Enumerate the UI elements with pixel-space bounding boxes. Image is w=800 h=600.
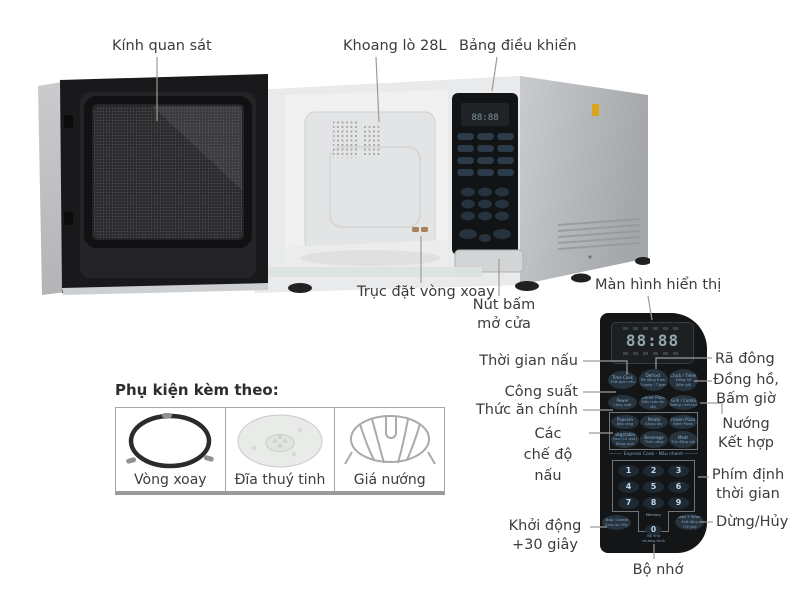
accessory-label: Vòng xoay	[134, 472, 207, 488]
key-1: 1	[618, 465, 639, 477]
callout-main-food: Thức ăn chính	[475, 402, 578, 418]
memory-label: Memory	[645, 512, 662, 517]
key-7: 7	[618, 497, 639, 509]
button-beverage: Beverage Thức uống	[640, 431, 668, 448]
sticker	[592, 104, 599, 116]
unit-display	[461, 103, 509, 126]
number-pad-box: 1 2 3 4 5 6 7 8 9	[612, 460, 695, 512]
mesh-frame	[84, 96, 252, 248]
unit-display-digits: 88:88	[471, 113, 498, 123]
grill-rack-icon	[343, 415, 436, 465]
button-potato: Potato Khoai tây	[640, 415, 668, 429]
door-latches	[64, 115, 73, 225]
button-start-30s: Start + 30sec Khởi động +30 giây	[675, 514, 704, 530]
memory-caption: Bộ nhớ chương trình	[642, 534, 665, 543]
side-vents	[557, 218, 641, 250]
mesh-highlight	[152, 106, 242, 190]
button-defrost: Defrost Rã đông theo T.lượng / T.gian	[638, 369, 668, 391]
callout-stop-cancel: Dừng/Hủy	[716, 514, 789, 530]
callout-start-30s: Khởi động +30 giây	[508, 518, 582, 553]
callout-power: Công suất	[504, 384, 578, 400]
button-meat: Meat Thịt động vật	[669, 431, 697, 448]
key-3: 3	[668, 465, 689, 477]
accessory-turntable-ring: Vòng xoay	[116, 408, 226, 491]
button-stop-cancel: Stop / Cancel Dừng lại / Hủy	[602, 515, 631, 530]
callout-memory: Bộ nhớ	[632, 562, 684, 578]
glass-strip	[258, 267, 482, 277]
cavity-vent-left	[333, 120, 358, 158]
button-dinner-plate: Dinner Plate Nấu món ăn sẵn	[638, 395, 668, 410]
memory-zero-notch: Memory 0	[638, 511, 669, 535]
callout-grill-combi: Nướng Kết hợp	[718, 416, 774, 451]
callout-door-button: Nút bấm mở cửa	[472, 297, 536, 332]
floor-shadow	[300, 250, 440, 266]
accessories-title: Phụ kiện kèm theo:	[115, 381, 279, 399]
accessory-label: Đĩa thuý tinh	[234, 472, 326, 488]
food-modes-box: Popcorn Bắp rang Potato Khoai tây Frozen…	[609, 412, 698, 450]
display-indicators-bottom	[623, 352, 682, 355]
callout-turntable-shaft: Trục đặt vòng xoay	[357, 284, 495, 300]
panel-display: 88:88	[611, 322, 694, 364]
accessories-box: Vòng xoay Đĩa thuý tinh	[115, 407, 445, 495]
feet	[288, 257, 650, 293]
glass-plate-icon	[237, 414, 323, 468]
accessory-glass-plate: Đĩa thuý tinh	[226, 408, 336, 491]
unit-number-keys	[459, 187, 511, 242]
key-2: 2	[643, 465, 664, 477]
microwave-photo: 88:88	[38, 74, 650, 295]
cabinet-side	[520, 76, 648, 285]
button-grill-combi: Grill / Combi Nướng / kết hợp	[669, 395, 698, 410]
unit-panel-buttons	[457, 133, 514, 176]
key-4: 4	[618, 481, 639, 493]
turntable-ring-icon	[126, 413, 215, 469]
key-9: 9	[668, 497, 689, 509]
callout-cook-modes: Các chế độ nấu	[523, 426, 573, 484]
accessory-grill-rack: Giá nướng	[335, 408, 444, 491]
turntable-coupler	[412, 227, 428, 232]
button-time-cook: Time Cook Thời gian nấu	[608, 371, 637, 389]
display-indicators-top	[623, 327, 682, 330]
door-bottom-sliver	[62, 283, 268, 295]
button-frozen-pizza: Frozen Pizza Bánh Pizza	[669, 415, 697, 429]
callout-cavity: Khoang lò 28L	[343, 38, 447, 54]
callout-control-panel: Bảng điều khiển	[459, 38, 577, 54]
key-5: 5	[643, 481, 664, 493]
key-6: 6	[668, 481, 689, 493]
callout-clock-timer: Đồng hồ, Bấm giờ	[713, 372, 779, 407]
callout-defrost: Rã đông	[715, 351, 775, 367]
display-digits: 88:88	[625, 331, 680, 350]
button-vegetable: Vegetable Rau (Củ quả) Đông lạnh	[611, 431, 639, 448]
button-power: Power Công suất	[608, 395, 637, 410]
button-clock-timer: Clock / Timer Đồng hồ Bấm giờ	[669, 369, 698, 391]
callout-cook-time: Thời gian nấu	[479, 353, 578, 369]
callout-display: Màn hình hiển thị	[595, 277, 722, 293]
key-8: 8	[643, 497, 664, 509]
cavity-vent-right	[362, 124, 382, 156]
express-cook-header: Express Cook - Nấu nhanh	[600, 452, 707, 457]
control-panel-closeup: 88:88 Time Cook Thời gian nấu Defrost Rã…	[600, 313, 707, 553]
button-popcorn: Popcorn Bắp rang	[611, 415, 639, 429]
accessory-label: Giá nướng	[353, 472, 426, 488]
door-mesh	[94, 106, 242, 238]
screw	[588, 255, 592, 259]
callout-viewing-glass: Kính quan sát	[112, 38, 212, 54]
door-edge	[38, 82, 66, 295]
callout-time-keys: Phím định thời gian	[711, 467, 785, 502]
door-open-button	[454, 249, 524, 273]
key-0: 0	[645, 525, 662, 535]
